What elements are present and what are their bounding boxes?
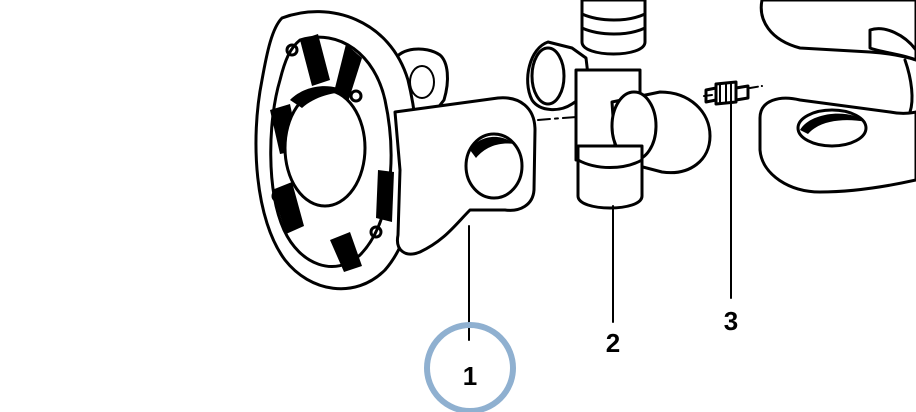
universal-joint-cross[interactable] [526, 0, 712, 210]
grease-nipple[interactable] [704, 80, 750, 106]
callout-2: 2 [606, 328, 620, 358]
callout-highlight-ring [424, 322, 516, 412]
flange-yoke[interactable] [254, 10, 537, 291]
center-axis-line [537, 85, 763, 121]
callout-1: 1 [463, 361, 477, 391]
callout-3: 3 [724, 306, 738, 336]
mating-yoke [758, 0, 916, 194]
